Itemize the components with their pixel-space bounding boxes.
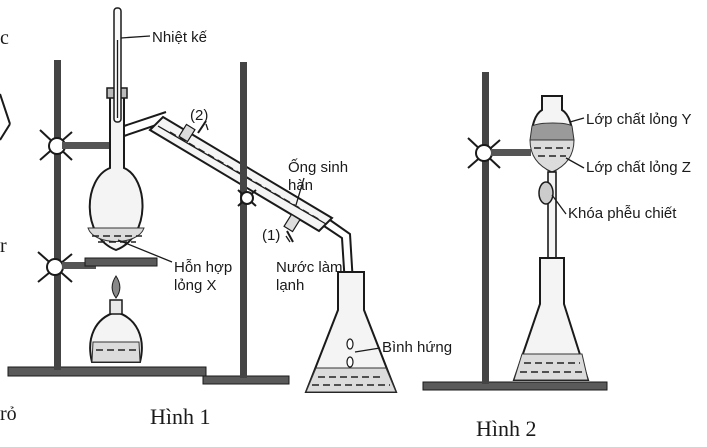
stand-base-1 <box>8 367 206 376</box>
clamp-upper <box>40 130 110 160</box>
stand-rod-3 <box>482 72 489 384</box>
stand-rod-2 <box>240 62 247 378</box>
label-mixture-line1: Hỗn hợp <box>174 259 232 276</box>
alcohol-lamp <box>90 276 142 362</box>
label-cooling-water-line2: lạnh <box>276 277 304 294</box>
label-port-1: (1) <box>262 227 280 244</box>
caption-figure-2: Hình 2 <box>476 416 537 441</box>
edge-fragment-3: rỏ <box>0 403 17 425</box>
collecting-flask <box>514 258 588 380</box>
edge-fragment-2: r <box>0 235 7 257</box>
stopcock <box>539 182 553 204</box>
clamp-lower <box>38 252 96 282</box>
label-thermometer: Nhiệt kế <box>152 29 208 46</box>
support-ring <box>85 258 157 266</box>
label-cooling-water-line1: Nước làm <box>276 259 343 276</box>
edge-fragment-1: c <box>0 27 9 49</box>
stand-base-3 <box>423 382 607 390</box>
caption-figure-1: Hình 1 <box>150 404 211 429</box>
label-port-2: (2) <box>190 107 208 124</box>
clamp-funnel <box>468 138 531 168</box>
label-stopcock: Khóa phễu chiết <box>568 205 677 222</box>
thermometer <box>114 8 121 122</box>
edge-chevron <box>0 94 10 140</box>
stand-rod-1 <box>54 60 61 370</box>
distillation-setup <box>8 8 396 392</box>
distilling-flask <box>88 88 168 250</box>
clamp-condenser <box>238 190 256 206</box>
label-condenser-line1: Ống sinh <box>288 158 348 176</box>
label-layer-z: Lớp chất lỏng Z <box>586 159 691 176</box>
label-condenser-line2: hàn <box>288 177 313 194</box>
label-mixture-line2: lỏng X <box>174 277 217 294</box>
receiving-flask <box>306 272 396 392</box>
label-layer-y: Lớp chất lỏng Y <box>586 111 691 128</box>
label-receiver: Bình hứng <box>382 339 452 356</box>
